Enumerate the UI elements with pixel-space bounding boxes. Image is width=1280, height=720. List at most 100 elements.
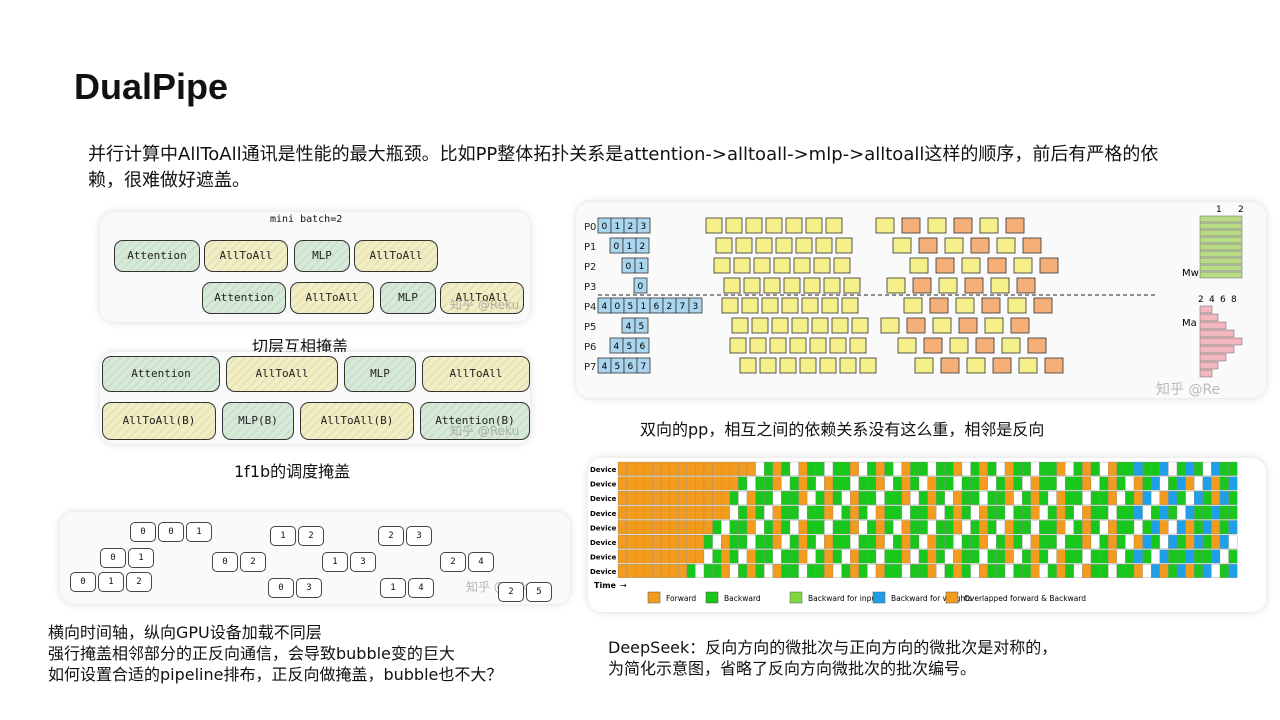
legend-swatch	[705, 591, 719, 604]
backward-cell	[935, 257, 955, 274]
schedule-cell	[1090, 476, 1100, 491]
schedule-cell	[1056, 564, 1066, 578]
schedule-cell	[1176, 491, 1186, 505]
microbatch-number: 6	[640, 342, 646, 352]
schedule-cell	[875, 505, 885, 520]
mixed-cell	[763, 277, 781, 294]
schedule-cell	[910, 505, 920, 520]
schedule-cell	[815, 534, 825, 549]
schedule-cell	[1116, 505, 1126, 520]
microbatch-number: 0	[614, 242, 620, 252]
schedule-cell	[626, 520, 636, 535]
schedule-cell	[996, 505, 1006, 520]
mixed-cell	[759, 357, 777, 374]
schedule-cell	[1004, 491, 1014, 505]
backward-cell	[981, 297, 1001, 314]
schedule-cell	[1142, 461, 1152, 476]
schedule-cell	[1065, 505, 1074, 520]
timeline-microbatch-box: 1	[186, 522, 212, 542]
device-label: Device 7	[590, 568, 624, 576]
schedule-cell	[772, 520, 782, 535]
schedule-cell	[635, 491, 644, 505]
schedule-cell	[772, 549, 782, 564]
mw-bar	[1199, 243, 1243, 251]
schedule-cell	[1065, 491, 1074, 505]
schedule-cell	[910, 476, 920, 491]
schedule-cell	[1065, 549, 1074, 564]
schedule-cell	[1108, 491, 1117, 505]
watermark: 知乎 @Re	[1156, 381, 1220, 398]
schedule-cell	[1013, 564, 1023, 578]
schedule-cell	[695, 491, 705, 505]
mixed-cell	[811, 317, 829, 334]
schedule-cell	[953, 505, 963, 520]
mlp-block: MLP	[380, 282, 436, 314]
schedule-cell	[746, 564, 756, 578]
schedule-cell	[686, 505, 696, 520]
schedule-cell	[1185, 520, 1195, 535]
schedule-cell	[1004, 461, 1014, 476]
schedule-cell	[927, 491, 937, 505]
schedule-cell	[867, 549, 877, 564]
schedule-cell	[944, 534, 954, 549]
schedule-cell	[652, 476, 662, 491]
schedule-cell	[1185, 476, 1195, 491]
schedule-cell	[979, 564, 988, 578]
mw-bar	[1199, 250, 1243, 258]
schedule-cell	[910, 564, 920, 578]
alltoall-block: AllToAll	[290, 282, 374, 314]
schedule-cell	[798, 564, 808, 578]
schedule-cell	[1125, 491, 1135, 505]
schedule-cell	[772, 534, 782, 549]
schedule-cell	[1125, 505, 1135, 520]
schedule-cell	[1142, 476, 1152, 491]
schedule-cell	[1125, 549, 1135, 564]
schedule-cell	[626, 476, 636, 491]
schedule-cell	[738, 549, 748, 564]
schedule-cell	[996, 564, 1006, 578]
backward-cell	[909, 257, 929, 274]
mixed-cell	[773, 257, 791, 274]
schedule-cell	[893, 520, 902, 535]
schedule-cell	[807, 549, 816, 564]
schedule-cell	[652, 491, 662, 505]
mixed-cell	[835, 237, 853, 254]
schedule-cell	[1099, 461, 1109, 476]
backward-cell	[975, 337, 995, 354]
ma-bar	[1199, 369, 1213, 378]
schedule-cell	[1176, 534, 1186, 549]
ma-tick: 6	[1220, 295, 1226, 305]
schedule-cell	[772, 461, 782, 476]
schedule-cell	[1185, 505, 1195, 520]
schedule-cell	[643, 520, 653, 535]
microbatch-number: 6	[654, 302, 660, 312]
schedule-cell	[918, 520, 928, 535]
legend-swatch	[945, 591, 959, 604]
schedule-cell	[1151, 505, 1160, 520]
schedule-cell	[1202, 549, 1212, 564]
mixed-cell	[715, 237, 733, 254]
mixed-cell	[743, 277, 761, 294]
schedule-cell	[669, 534, 679, 549]
pp-row-label: P1	[584, 242, 596, 253]
schedule-cell	[1116, 534, 1126, 549]
schedule-cell	[832, 534, 842, 549]
schedule-cell	[953, 461, 963, 476]
backward-cell	[979, 217, 999, 234]
schedule-cell	[858, 520, 868, 535]
schedule-cell	[1168, 491, 1178, 505]
schedule-cell	[712, 534, 722, 549]
schedule-cell	[781, 549, 791, 564]
schedule-cell	[781, 505, 791, 520]
schedule-cell	[652, 534, 662, 549]
schedule-cell	[1176, 520, 1186, 535]
schedule-cell	[1039, 549, 1049, 564]
schedule-cell	[867, 520, 877, 535]
schedule-cell	[901, 534, 911, 549]
ma-bar	[1199, 305, 1213, 314]
schedule-cell	[1116, 520, 1126, 535]
schedule-cell	[721, 564, 730, 578]
attention-block: Attention	[114, 240, 200, 272]
backward-cell	[1018, 357, 1038, 374]
schedule-cell	[703, 564, 713, 578]
